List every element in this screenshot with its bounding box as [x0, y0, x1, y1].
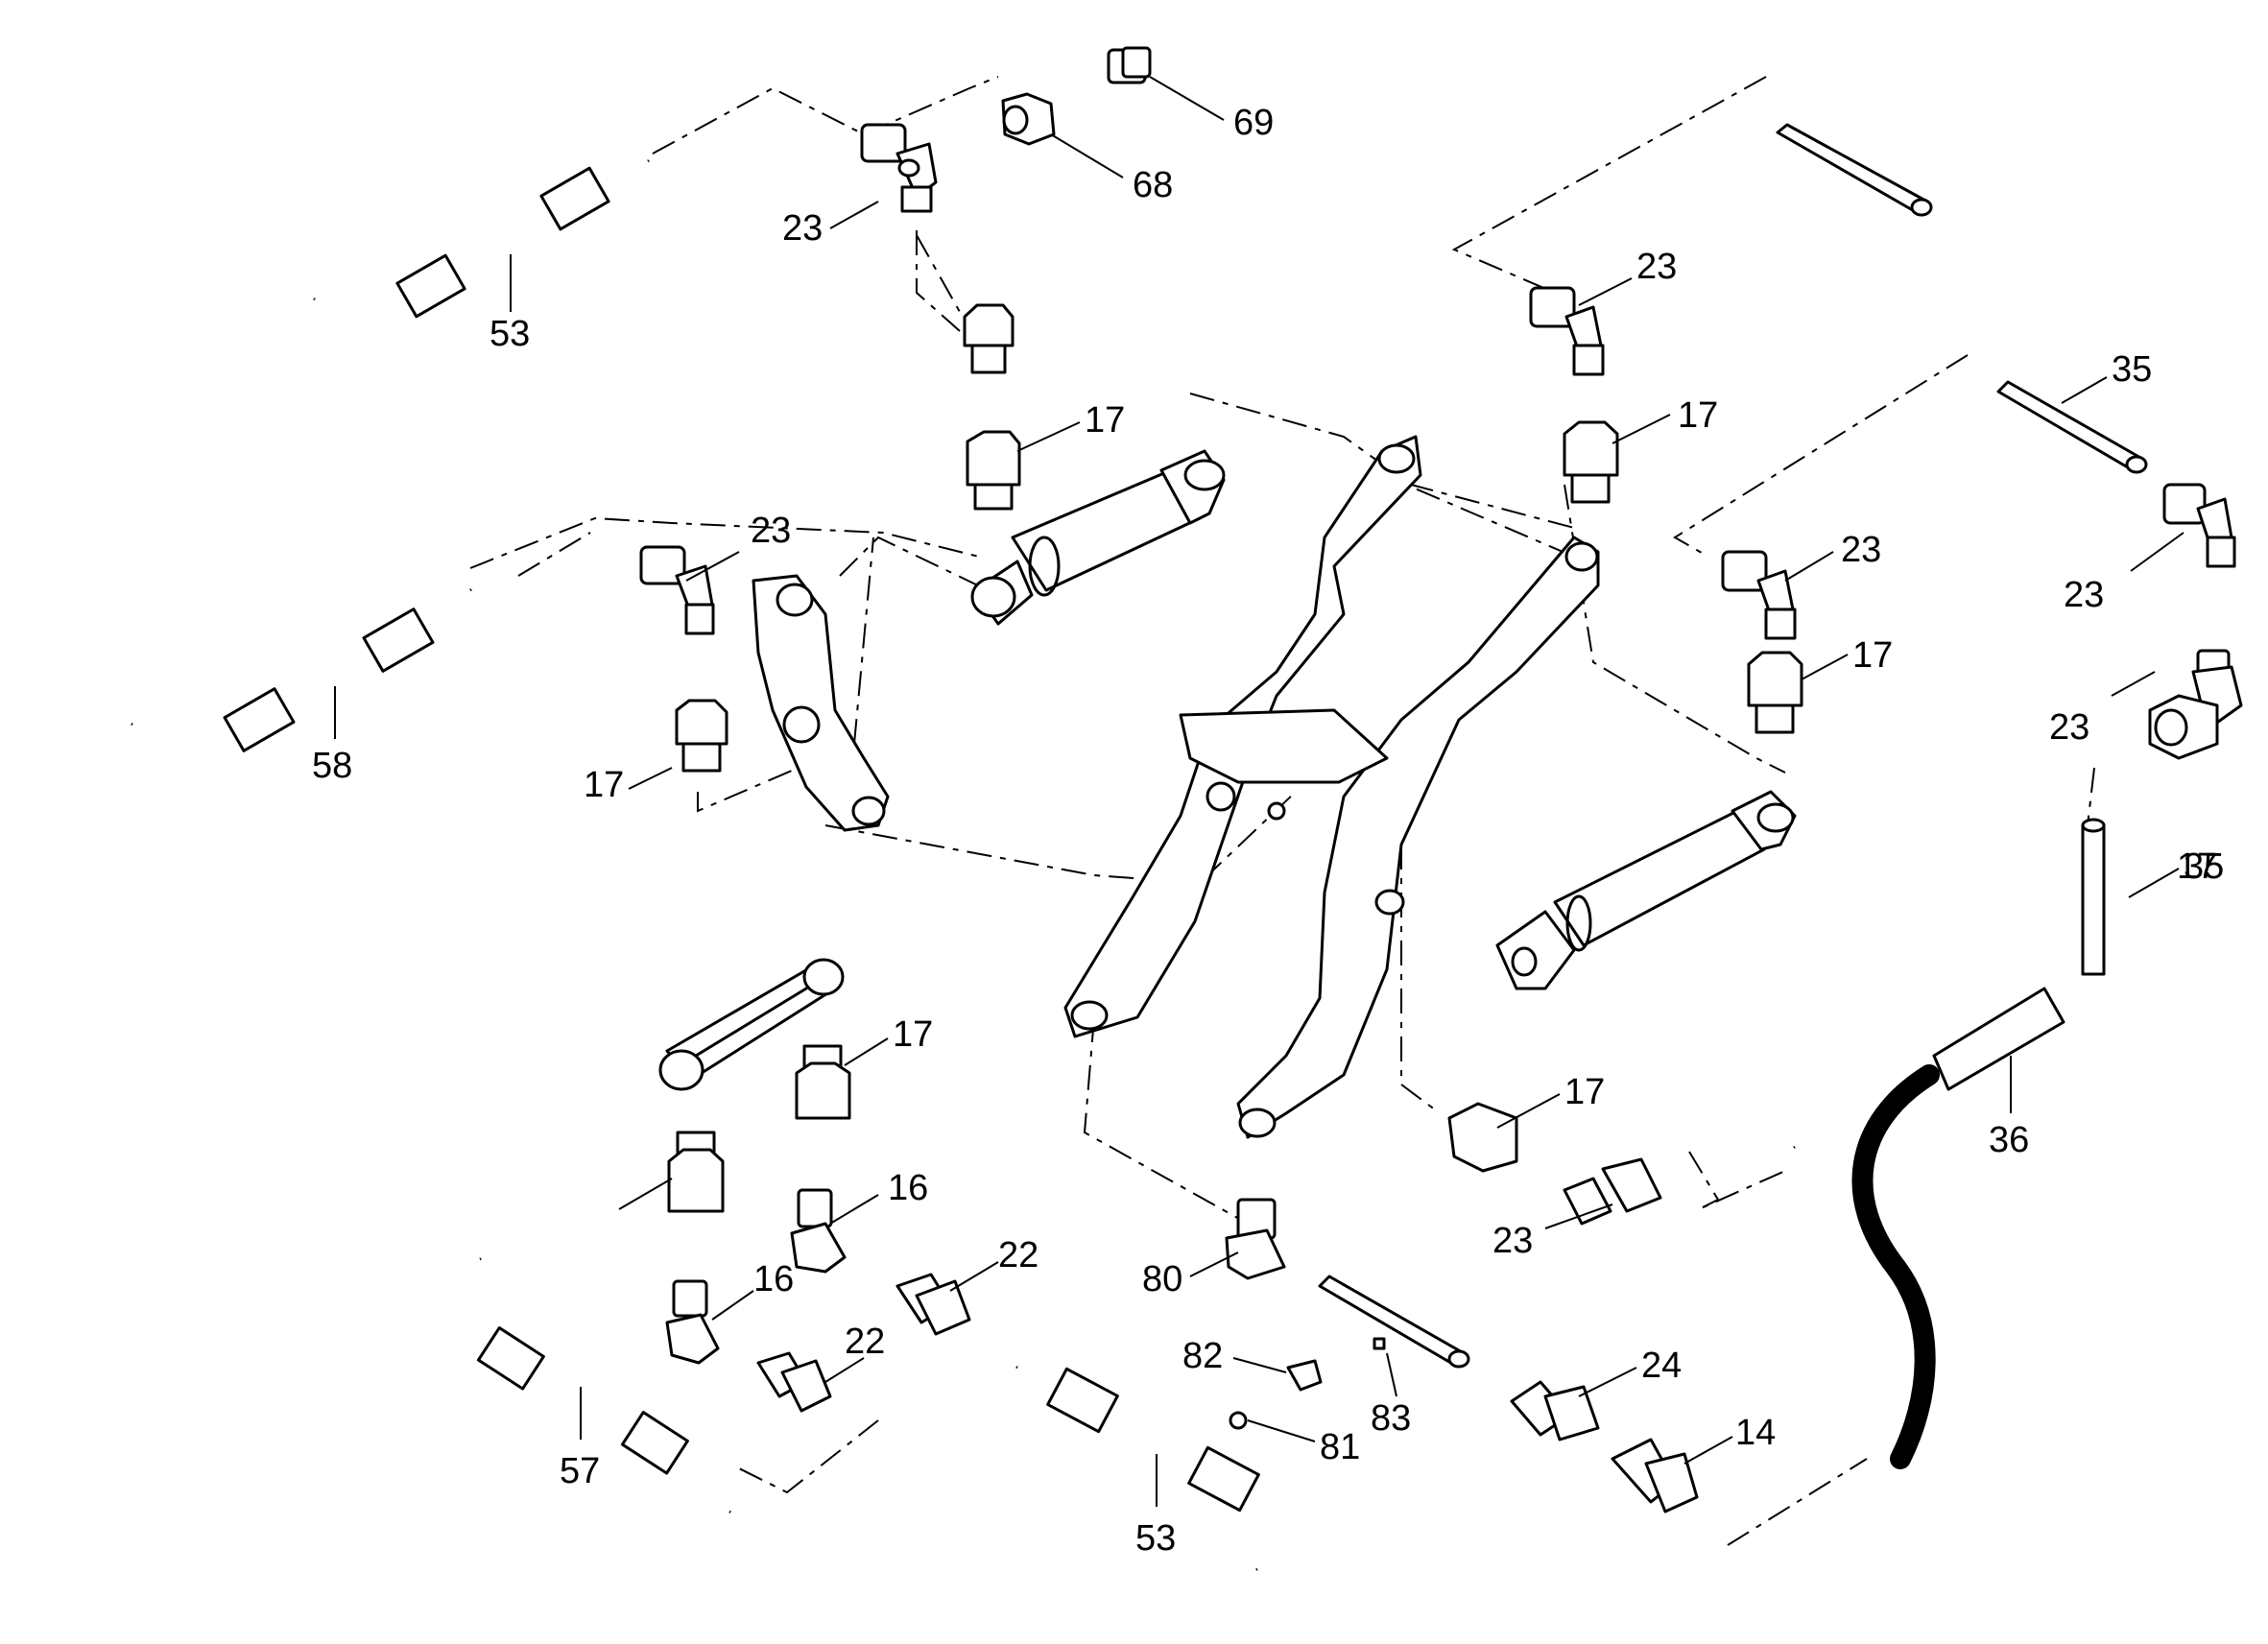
callout-16: 16	[753, 1259, 794, 1299]
callout-53: 53	[489, 314, 530, 354]
callout-83: 83	[1371, 1398, 1411, 1439]
hydraulic-cylinder-upper	[970, 449, 1226, 626]
callout-58: 58	[312, 746, 352, 786]
fitting-69	[1107, 46, 1152, 84]
callout-35: 35	[2112, 349, 2152, 390]
fitting-14	[1611, 1438, 1699, 1513]
loader-frame	[1063, 435, 1600, 1139]
callout-17: 17	[1852, 635, 1893, 676]
elbow-fitting-23b	[639, 545, 715, 635]
callout-36: 36	[1989, 1120, 2029, 1160]
elbow-fitting-23a	[860, 123, 938, 213]
parts	[131, 46, 2243, 1572]
elbow-fitting-23c	[1529, 286, 1605, 376]
fitting-17a	[966, 430, 1021, 511]
callout-23: 23	[2049, 707, 2089, 748]
tube-35-lower	[2081, 818, 2106, 976]
elbow-fitting-23e	[2162, 483, 2236, 568]
leader-lines	[334, 76, 2184, 1507]
callout-17: 17	[893, 1014, 933, 1055]
callout-17: 17	[1564, 1072, 1605, 1112]
callout-labels: 69 68 23 53 23 17 17 35 23 17 58 23 23 1…	[312, 103, 2224, 1559]
clip-82	[1286, 1359, 1323, 1392]
tube-53-bottom	[1015, 1365, 1308, 1572]
link-rod	[658, 958, 845, 1091]
callout-23: 23	[782, 208, 823, 249]
fitting-17f	[667, 1131, 725, 1213]
tube-57	[436, 1256, 731, 1514]
callout-17: 17	[2177, 846, 2217, 887]
hydraulic-cylinder-lower	[1495, 790, 1797, 990]
fitting-22a	[895, 1273, 971, 1336]
callout-81: 81	[1320, 1427, 1360, 1467]
callout-53: 53	[1135, 1518, 1176, 1559]
tube-35-upper	[1996, 380, 2148, 474]
callout-24: 24	[1641, 1346, 1682, 1386]
callout-17: 17	[1678, 395, 1718, 436]
callout-69: 69	[1233, 103, 1274, 143]
plug	[963, 303, 1015, 374]
callout-68: 68	[1133, 165, 1173, 205]
tube-53-top	[313, 158, 650, 326]
hose-36	[1791, 987, 2065, 1469]
fitting-17d	[1747, 651, 1803, 734]
fitting-17e	[795, 1044, 851, 1120]
callout-16: 16	[888, 1168, 928, 1208]
fitting-17g	[1447, 1102, 1518, 1173]
callout-23: 23	[1841, 530, 1881, 570]
bolt-81	[1229, 1411, 1248, 1430]
elbow-fitting-23d	[1721, 550, 1797, 640]
callout-14: 14	[1735, 1413, 1776, 1453]
callout-17: 17	[1085, 400, 1125, 441]
callout-23: 23	[1492, 1221, 1533, 1261]
elbow-fitting-23g	[1563, 1157, 1662, 1226]
callout-22: 22	[845, 1322, 885, 1362]
callout-22: 22	[998, 1235, 1039, 1275]
tee-fitting-80	[1225, 1198, 1286, 1280]
elbow-fitting-23f	[2148, 649, 2243, 760]
callout-23: 23	[751, 511, 791, 551]
nut-68	[1001, 92, 1056, 146]
tee-fitting-16a	[790, 1188, 847, 1274]
callout-23: 23	[2064, 575, 2104, 615]
tee-fitting-16b	[665, 1279, 720, 1365]
fitting-17c	[1563, 420, 1619, 504]
callout-17: 17	[584, 765, 624, 805]
bellcrank	[752, 574, 890, 832]
fitting-17b	[675, 699, 728, 773]
rod-83	[1318, 1275, 1470, 1369]
fitting-22b	[756, 1351, 832, 1413]
tube-top-right	[1776, 123, 1933, 217]
callout-80: 80	[1142, 1259, 1182, 1299]
callout-82: 82	[1182, 1336, 1223, 1376]
tube-58	[131, 587, 472, 757]
fitting-24	[1510, 1380, 1600, 1441]
callout-35: 35	[2184, 846, 2224, 887]
callout-57: 57	[560, 1451, 600, 1491]
callout-23: 23	[1636, 247, 1677, 287]
